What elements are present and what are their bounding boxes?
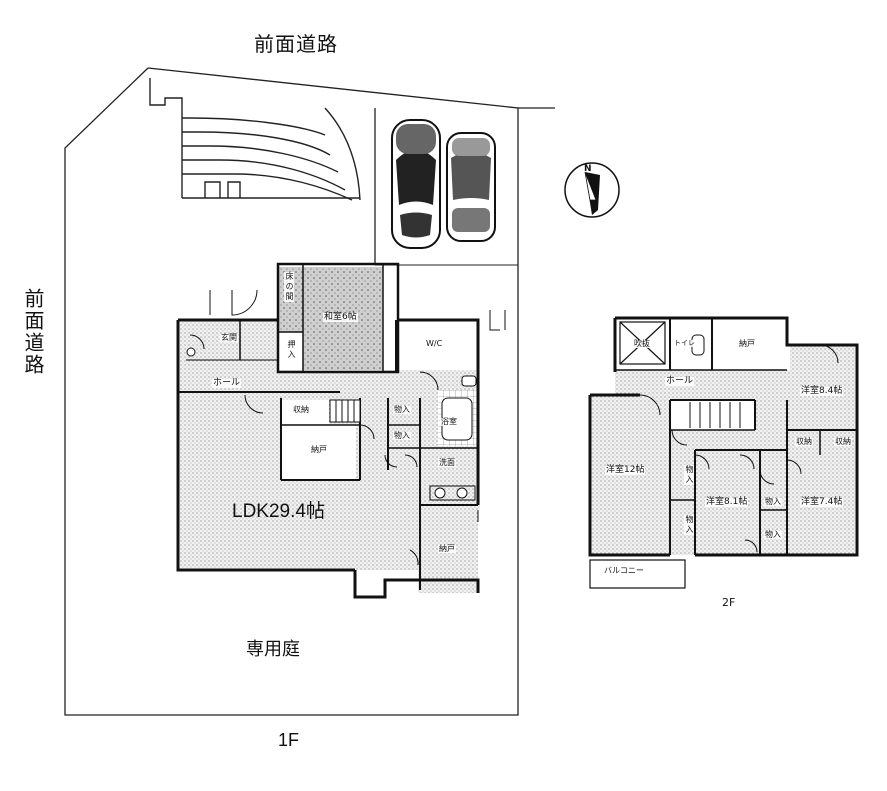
room-washitsu: 和室6帖 xyxy=(323,312,358,322)
room-hall-1f: ホール xyxy=(212,378,242,388)
room-shuno-2f-a: 収納 xyxy=(795,437,813,446)
room-monoire-1f-b: 物入 xyxy=(393,431,411,440)
room-ldk: LDK29.4帖 xyxy=(232,501,325,522)
room-oshiire-1f: 押入 xyxy=(286,340,296,360)
room-monoire-1f-a: 物入 xyxy=(393,405,411,414)
room-genkan: 玄関 xyxy=(220,333,238,342)
floor2-stairs xyxy=(689,402,741,428)
floor1-doors xyxy=(189,289,506,566)
room-yoshitsu-12: 洋室12帖 xyxy=(605,465,646,475)
room-monoire-2f-a: 物入 xyxy=(684,465,694,485)
room-yokushitsu: 浴室 xyxy=(440,417,458,426)
site-boundary xyxy=(64,67,555,716)
room-shuno-2f-b: 収納 xyxy=(834,437,852,446)
room-wic: W/C xyxy=(425,339,444,348)
car-2 xyxy=(446,132,496,242)
room-yoshitsu-74: 洋室7.4帖 xyxy=(800,497,844,507)
room-monoire-2f-b: 物入 xyxy=(684,515,694,535)
floor1-stairs xyxy=(329,399,361,423)
room-nando-2f: 納戸 xyxy=(738,339,756,348)
road-top-label: 前面道路 xyxy=(254,32,338,56)
floor1-walls xyxy=(176,262,480,599)
room-monoire-2f-d: 物入 xyxy=(764,530,782,539)
room-tokonoma: 床の間 xyxy=(284,272,294,302)
room-nando-1f-a: 納戸 xyxy=(310,445,328,454)
room-shuno-1f: 収納 xyxy=(292,405,310,414)
floor2-doors xyxy=(639,344,839,553)
compass-n-label: N xyxy=(584,164,592,174)
floor2-label: 2F xyxy=(722,596,736,609)
room-senmen: 洗面 xyxy=(438,458,456,467)
room-nando-1f-b: 納戸 xyxy=(438,544,456,553)
room-monoire-2f-c: 物入 xyxy=(764,497,782,506)
balcony-outline xyxy=(589,559,686,589)
floor1-label: 1F xyxy=(278,730,300,750)
room-yoshitsu-81: 洋室8.1帖 xyxy=(705,497,749,507)
road-left-label: 前面道路 xyxy=(21,288,45,376)
room-yoshitsu-84: 洋室8.4帖 xyxy=(800,386,844,396)
room-fukinuke: 吹抜 xyxy=(633,339,651,348)
room-balcony: バルコニー xyxy=(604,566,644,575)
car-1 xyxy=(391,119,441,249)
entrance-steps xyxy=(149,78,361,201)
room-toilet-2f: トイレ xyxy=(673,339,696,347)
room-hall-2f: ホール xyxy=(665,376,695,386)
compass-rose xyxy=(564,162,620,218)
garden-label: 専用庭 xyxy=(246,639,300,660)
